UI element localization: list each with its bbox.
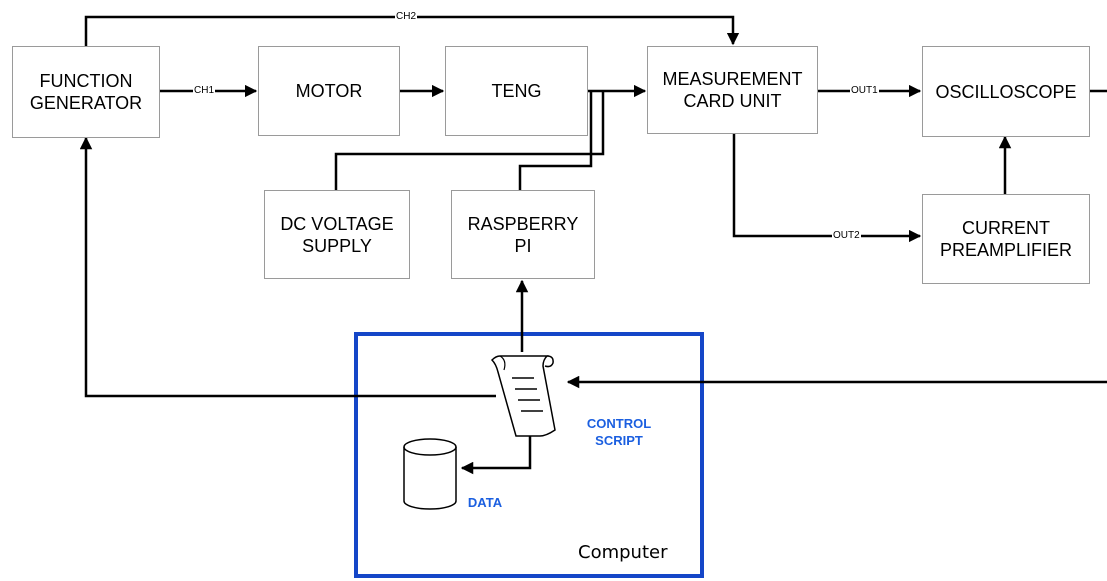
dc-voltage-supply-block: DC VOLTAGE SUPPLY [264, 190, 410, 279]
computer-label: Computer [578, 542, 668, 563]
oscilloscope-block: OSCILLOSCOPE [922, 46, 1090, 137]
out2-connector [732, 134, 922, 243]
dc-supply-connector [334, 91, 605, 190]
measurement-card-unit-block: MEASUREMENT CARD UNIT [647, 46, 818, 134]
raspberry-pi-block: RASPBERRY PI [451, 190, 595, 279]
control-script-label: CONTROL SCRIPT [586, 416, 652, 448]
teng-block: TENG [445, 46, 588, 136]
raspberry-pi-connector [518, 91, 593, 190]
out1-label: OUT1 [850, 85, 879, 96]
ch2-label: CH2 [395, 11, 418, 22]
script-document-icon [490, 355, 556, 437]
data-label: DATA [467, 495, 503, 510]
function-generator-block: FUNCTION GENERATOR [12, 46, 160, 138]
database-icon [403, 438, 457, 510]
out2-label: OUT2 [832, 230, 861, 241]
current-preamplifier-block: CURRENT PREAMPLIFIER [922, 194, 1090, 284]
ch1-label: CH1 [193, 85, 216, 96]
script-fg-connector [79, 136, 496, 398]
computer-frame [354, 332, 704, 578]
motor-block: MOTOR [258, 46, 400, 136]
script-data-connector [460, 432, 532, 475]
